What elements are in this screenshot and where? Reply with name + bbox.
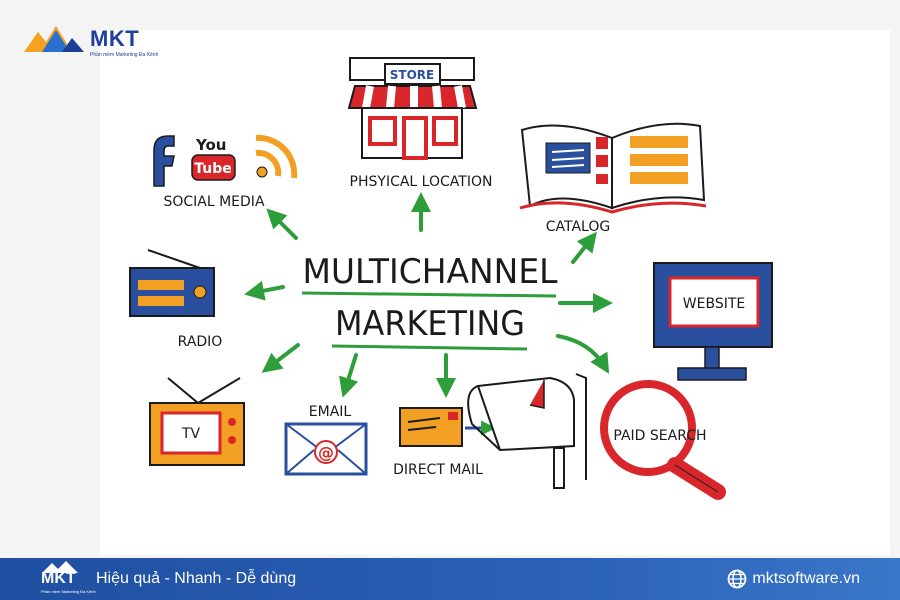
- multichannel-diagram: MULTICHANNEL MARKETING You Tube SOCIAL M…: [129, 57, 773, 500]
- mkt-logo-mark: [24, 26, 84, 52]
- youtube-icon: You Tube: [191, 136, 236, 181]
- tv-label: TV: [181, 426, 201, 442]
- email-icon: @: [284, 422, 368, 476]
- physical-location-label: PHSYICAL LOCATION: [350, 174, 493, 190]
- mkt-logo: MKT Phần mềm Marketing Đa Kênh: [22, 22, 162, 62]
- radio-label: RADIO: [178, 334, 223, 350]
- direct-mail-label: DIRECT MAIL: [393, 462, 483, 478]
- magnifier-icon: [600, 380, 726, 500]
- title-underline-1: [301, 291, 557, 298]
- arrow-catalog: [571, 231, 597, 264]
- radio-icon: [129, 249, 215, 317]
- footer-bar: MKT Phần mềm Marketing Đa Kênh Hiệu quả …: [0, 558, 900, 600]
- footer-logo-tagline: Phần mềm Marketing Đa Kênh: [41, 589, 96, 594]
- youtube-top-text: You: [195, 136, 226, 154]
- email-label: EMAIL: [309, 404, 352, 420]
- footer-website-link[interactable]: mktsoftware.vn: [752, 570, 860, 587]
- website-label: WEBSITE: [683, 296, 745, 312]
- mailbox-icon: [467, 373, 587, 489]
- title-underline-2: [331, 344, 528, 351]
- store-icon: STORE: [347, 57, 478, 160]
- envelope-icon: [399, 407, 496, 447]
- globe-icon: [727, 569, 747, 589]
- mkt-logo-tagline: Phần mềm Marketing Đa Kênh: [90, 52, 159, 58]
- svg-text:@: @: [318, 443, 334, 462]
- social-media-label: SOCIAL MEDIA: [163, 194, 264, 210]
- arrow-tv: [261, 343, 300, 373]
- paid-search-label: PAID SEARCH: [613, 428, 706, 444]
- website-icon: WEBSITE: [653, 262, 773, 381]
- tv-icon: TV: [149, 377, 245, 466]
- facebook-icon: [153, 135, 175, 187]
- youtube-bottom-text: Tube: [194, 161, 232, 177]
- catalog-icon: [519, 122, 707, 214]
- store-sign-text: STORE: [390, 68, 434, 82]
- footer-logo-text: MKT: [41, 570, 76, 587]
- arrow-radio: [244, 280, 285, 301]
- arrow-paid-search: [556, 334, 610, 374]
- footer-slogan: Hiệu quả - Nhanh - Dễ dùng: [96, 570, 297, 587]
- arrow-email: [339, 353, 359, 398]
- mkt-logo-text: MKT: [90, 26, 140, 51]
- catalog-label: CATALOG: [546, 219, 610, 235]
- footer-logo-mark: [42, 561, 78, 573]
- title-line-1: MULTICHANNEL: [303, 252, 558, 292]
- arrow-social-media: [266, 208, 298, 240]
- rss-icon: [255, 134, 298, 179]
- title-line-2: MARKETING: [335, 304, 525, 344]
